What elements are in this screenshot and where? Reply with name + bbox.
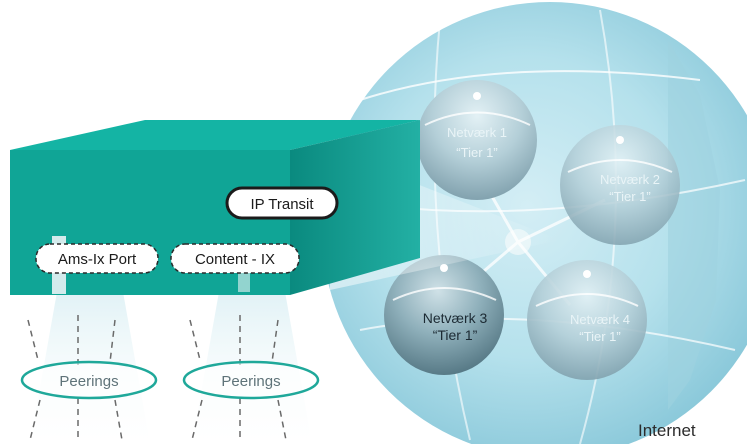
peering-label-2: Peerings bbox=[221, 373, 280, 390]
network-1-tier: “Tier 1” bbox=[456, 145, 497, 160]
network-1-name: Netværk 1 bbox=[447, 125, 507, 140]
ams-ix-port-label: Ams-Ix Port bbox=[58, 251, 137, 268]
peering-label-1: Peerings bbox=[59, 373, 118, 390]
ip-transit-label: IP Transit bbox=[250, 196, 314, 213]
network-node-2: Netværk 2 “Tier 1” bbox=[560, 125, 680, 245]
ams-ix-port-badge: Ams-Ix Port bbox=[35, 243, 159, 274]
content-ix-badge: Content - IX bbox=[170, 243, 300, 274]
peering-beam-1 bbox=[30, 275, 150, 444]
network-3-name: Netværk 3 bbox=[423, 310, 488, 326]
content-ix-label: Content - IX bbox=[195, 251, 275, 268]
peering-oval-1: Peerings bbox=[20, 360, 158, 400]
network-node-1: Netværk 1 “Tier 1” bbox=[417, 80, 537, 200]
peering-oval-2: Peerings bbox=[182, 360, 320, 400]
peering-lines-1 bbox=[27, 315, 123, 441]
network-3-tier: “Tier 1” bbox=[433, 327, 478, 343]
network-4-tier: “Tier 1” bbox=[579, 329, 620, 344]
network-2-tier: “Tier 1” bbox=[609, 189, 650, 204]
network-2-name: Netværk 2 bbox=[600, 172, 660, 187]
ip-transit-badge: IP Transit bbox=[225, 186, 339, 220]
network-node-3: Netværk 3 “Tier 1” bbox=[384, 255, 504, 375]
peering-beam-2 bbox=[192, 275, 312, 444]
peering-lines-2 bbox=[189, 315, 287, 441]
network-4-name: Netværk 4 bbox=[570, 312, 630, 327]
network-node-4: Netværk 4 “Tier 1” bbox=[527, 260, 647, 380]
internet-label: Internet bbox=[638, 421, 696, 440]
